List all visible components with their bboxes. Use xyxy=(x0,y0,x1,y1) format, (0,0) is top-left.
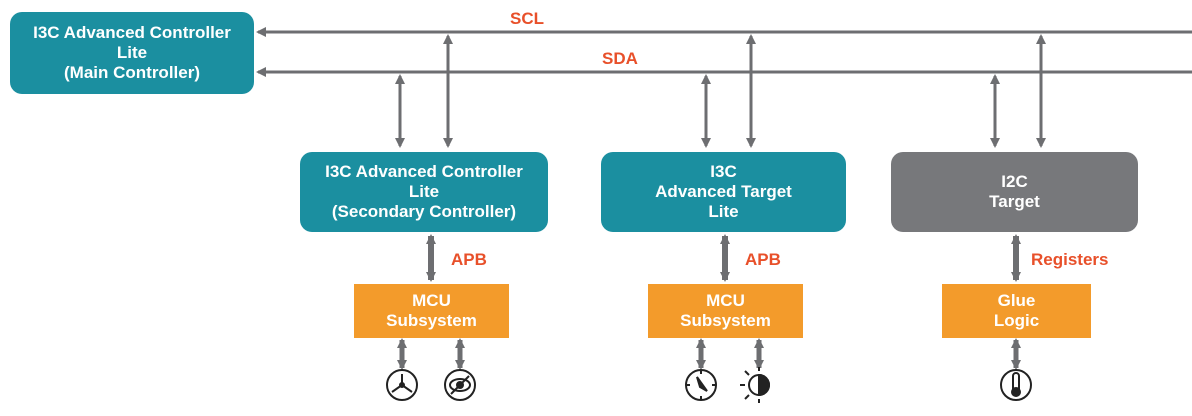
main-controller-line-3: (Main Controller) xyxy=(64,63,200,82)
thermometer-icon xyxy=(1000,369,1032,401)
scl-label: SCL xyxy=(510,9,544,28)
glue-logic-line-1: Glue xyxy=(997,291,1036,310)
secondary-controller-line-1: I3C Advanced Controller xyxy=(325,162,523,181)
advanced-target-line-2: Advanced Target xyxy=(655,182,792,201)
compass-icon xyxy=(685,369,717,401)
main-controller-line-1: I3C Advanced Controller xyxy=(33,23,231,42)
apb-label-1: APB xyxy=(451,250,487,269)
advanced-target-line-1: I3C xyxy=(710,162,737,181)
advanced-target-block: I3C Advanced Target Lite xyxy=(601,152,846,232)
i2c-target-line-1: I2C xyxy=(1001,172,1028,191)
brightness-icon xyxy=(740,367,770,403)
eye-sensor-icon xyxy=(444,369,476,401)
fan-icon xyxy=(386,369,418,401)
mcu-subsystem-block-1: MCU Subsystem xyxy=(354,284,509,338)
mcu-subsystem-1-line-2: Subsystem xyxy=(386,311,477,330)
mcu-subsystem-2-line-1: MCU xyxy=(706,291,745,310)
sda-label: SDA xyxy=(602,49,638,68)
apb-label-2: APB xyxy=(745,250,781,269)
glue-logic-block: Glue Logic xyxy=(942,284,1091,338)
secondary-controller-line-3: (Secondary Controller) xyxy=(331,202,517,221)
secondary-controller-block: I3C Advanced Controller Lite (Secondary … xyxy=(300,152,548,232)
registers-label: Registers xyxy=(1031,250,1109,269)
glue-logic-line-2: Logic xyxy=(993,311,1040,330)
main-controller-block: I3C Advanced Controller Lite (Main Contr… xyxy=(10,12,254,94)
mcu-subsystem-block-2: MCU Subsystem xyxy=(648,284,803,338)
mcu-subsystem-2-line-2: Subsystem xyxy=(680,311,771,330)
i2c-target-line-2: Target xyxy=(989,192,1040,211)
main-controller-line-2: Lite xyxy=(116,43,148,62)
mcu-subsystem-1-line-1: MCU xyxy=(412,291,451,310)
advanced-target-line-3: Lite xyxy=(708,202,739,221)
i2c-target-block: I2C Target xyxy=(891,152,1138,232)
secondary-controller-line-2: Lite xyxy=(408,182,440,201)
